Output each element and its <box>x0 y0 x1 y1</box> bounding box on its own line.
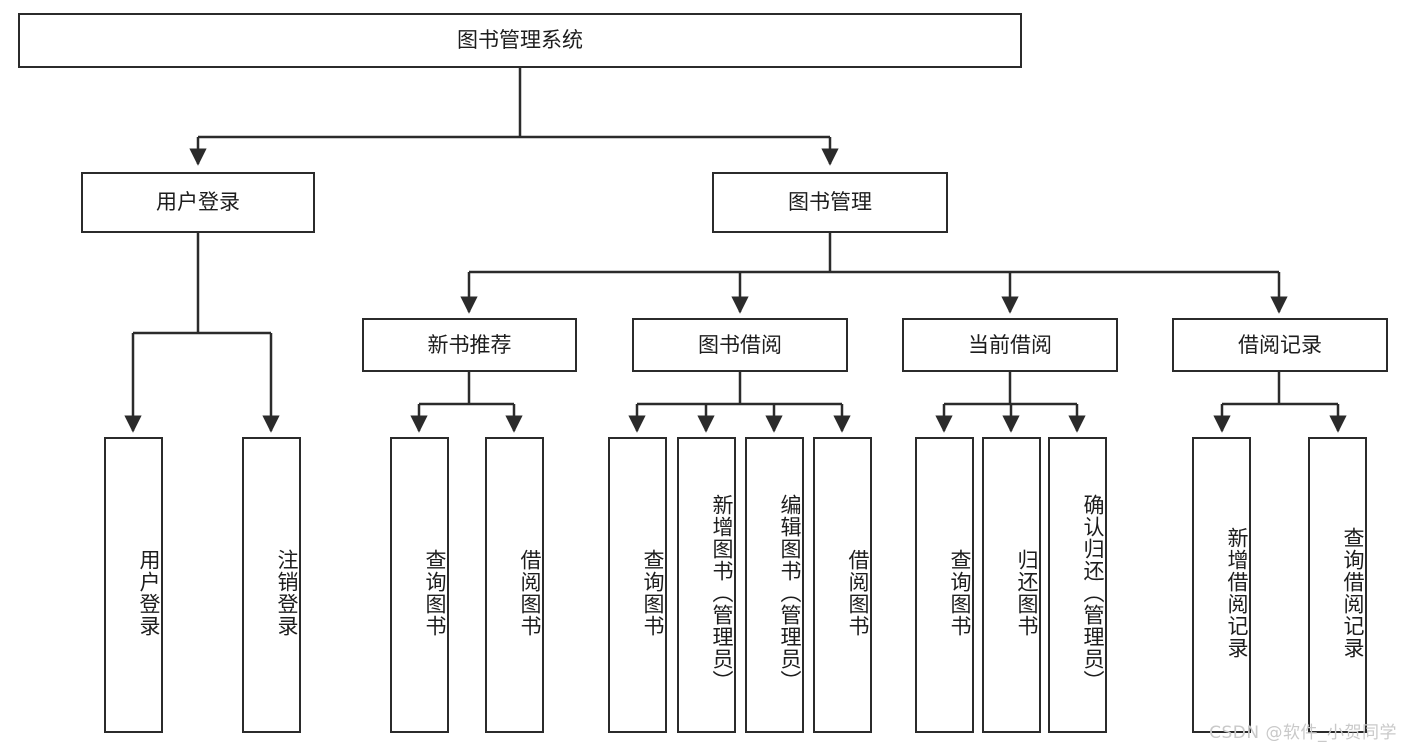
node-current-borrow[interactable]: 当前借阅 <box>902 318 1118 372</box>
node-root-label: 图书管理系统 <box>457 28 583 53</box>
leaf-label: 新增借阅记录 <box>1225 527 1249 659</box>
leaf-label: 借阅图书 <box>846 549 870 637</box>
leaf-label: 用户登录 <box>137 549 161 637</box>
leaf-record-query-record[interactable]: 查询借阅记录 <box>1308 437 1367 733</box>
node-new-book-recommend[interactable]: 新书推荐 <box>362 318 577 372</box>
leaf-user-login-logout[interactable]: 注销登录 <box>242 437 301 733</box>
leaf-label: 新增图书（管理员） <box>710 494 734 692</box>
node-current-borrow-label: 当前借阅 <box>968 332 1052 357</box>
node-borrow-record[interactable]: 借阅记录 <box>1172 318 1388 372</box>
node-root[interactable]: 图书管理系统 <box>18 13 1022 68</box>
csdn-watermark: CSDN @软件_小贺同学 <box>1209 723 1397 743</box>
node-book-borrow-label: 图书借阅 <box>698 332 782 357</box>
leaf-label: 注销登录 <box>275 549 299 637</box>
node-user-login-label: 用户登录 <box>156 190 240 215</box>
leaf-borrow-edit-book[interactable]: 编辑图书（管理员） <box>745 437 804 733</box>
leaf-label: 借阅图书 <box>518 549 542 637</box>
leaf-label: 编辑图书（管理员） <box>778 494 802 692</box>
node-book-management-label: 图书管理 <box>788 190 872 215</box>
node-book-borrow[interactable]: 图书借阅 <box>632 318 848 372</box>
leaf-label: 查询图书 <box>641 549 665 637</box>
leaf-label: 查询借阅记录 <box>1341 527 1365 659</box>
leaf-label: 归还图书 <box>1015 549 1039 637</box>
leaf-current-return-book[interactable]: 归还图书 <box>982 437 1041 733</box>
node-new-book-recommend-label: 新书推荐 <box>427 332 512 357</box>
leaf-borrow-add-book[interactable]: 新增图书（管理员） <box>677 437 736 733</box>
leaf-label: 确认归还（管理员） <box>1081 494 1105 692</box>
leaf-label: 查询图书 <box>948 549 972 637</box>
leaf-current-query-book[interactable]: 查询图书 <box>915 437 974 733</box>
leaf-borrow-query-book[interactable]: 查询图书 <box>608 437 667 733</box>
leaf-record-add-record[interactable]: 新增借阅记录 <box>1192 437 1251 733</box>
leaf-label: 查询图书 <box>423 549 447 637</box>
node-book-management[interactable]: 图书管理 <box>712 172 948 233</box>
leaf-user-login-login[interactable]: 用户登录 <box>104 437 163 733</box>
leaf-recommend-query-book[interactable]: 查询图书 <box>390 437 449 733</box>
node-user-login[interactable]: 用户登录 <box>81 172 315 233</box>
node-borrow-record-label: 借阅记录 <box>1238 332 1322 357</box>
leaf-recommend-borrow-book[interactable]: 借阅图书 <box>485 437 544 733</box>
leaf-current-confirm-return[interactable]: 确认归还（管理员） <box>1048 437 1107 733</box>
leaf-borrow-borrow-book[interactable]: 借阅图书 <box>813 437 872 733</box>
